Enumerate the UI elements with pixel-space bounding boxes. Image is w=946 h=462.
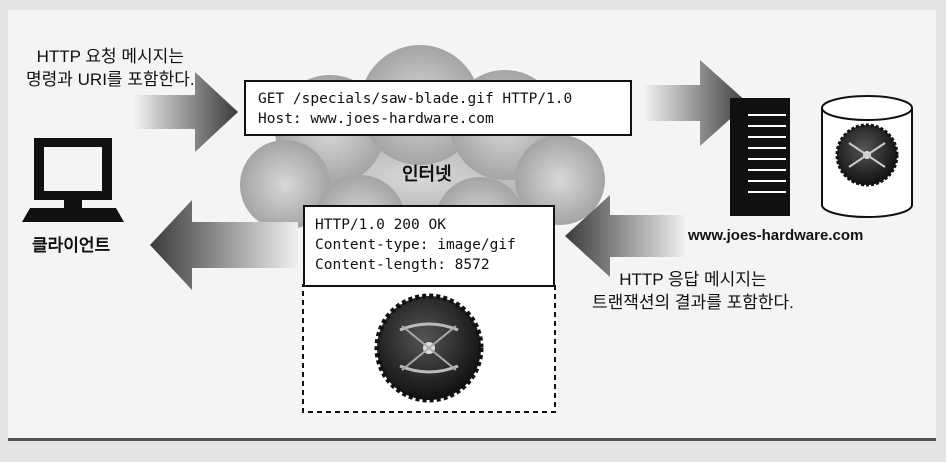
response-status-line: HTTP/1.0 200 OK xyxy=(315,217,446,233)
request-message-box: GET /specials/saw-blade.gif HTTP/1.0 Hos… xyxy=(244,80,632,136)
request-caption-line-1: HTTP 요청 메시지는 xyxy=(36,47,184,66)
client-label: 클라이언트 xyxy=(32,236,111,255)
internet-label: 인터넷 xyxy=(402,164,452,184)
response-arrow-right xyxy=(565,195,685,277)
request-line: GET /specials/saw-blade.gif HTTP/1.0 xyxy=(258,91,573,107)
response-content-length: Content-length: 8572 xyxy=(315,257,490,273)
response-caption-line-1: HTTP 응답 메시지는 xyxy=(619,270,767,289)
saw-blade-large-icon xyxy=(374,293,484,403)
server-icon xyxy=(730,98,790,216)
response-content-type: Content-type: image/gif xyxy=(315,237,516,253)
server-label: www.joes-hardware.com xyxy=(688,227,864,244)
request-host-header: Host: www.joes-hardware.com xyxy=(258,111,494,127)
saw-blade-small-icon xyxy=(835,123,899,187)
response-arrow-left xyxy=(150,200,298,290)
response-caption: HTTP 응답 메시지는 트랜잭션의 결과를 포함한다. xyxy=(592,268,794,314)
request-caption-line-2: 명령과 URI를 포함한다. xyxy=(26,70,195,89)
request-caption: HTTP 요청 메시지는 명령과 URI를 포함한다. xyxy=(26,45,195,91)
request-arrow-left xyxy=(135,72,238,152)
response-header-box: HTTP/1.0 200 OK Content-type: image/gif … xyxy=(303,205,555,287)
client-computer-icon xyxy=(22,138,124,222)
response-caption-line-2: 트랜잭션의 결과를 포함한다. xyxy=(592,293,794,312)
request-arrow-right xyxy=(645,60,748,146)
